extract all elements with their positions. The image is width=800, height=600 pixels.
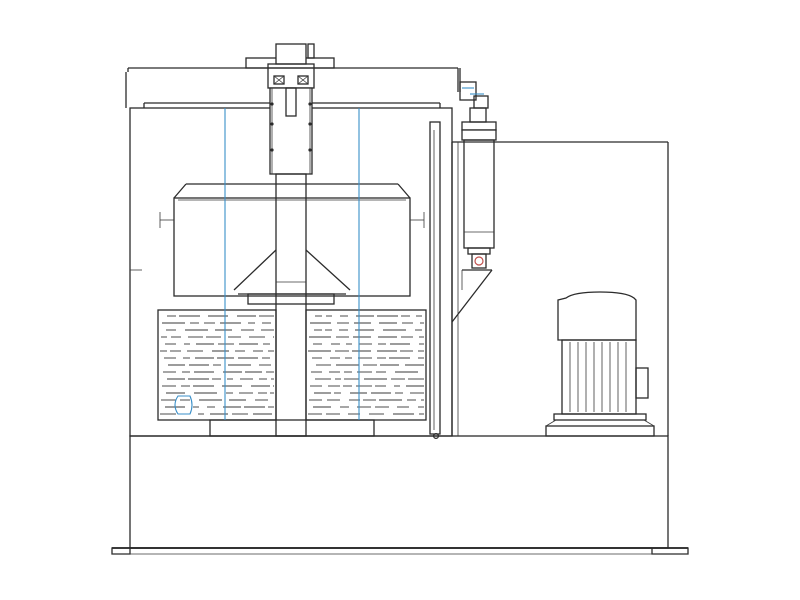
- center-shaft: [267, 43, 315, 437]
- drain-block: [209, 419, 375, 437]
- liquid-fill: [157, 309, 427, 421]
- shaft-bearing-icon: [270, 75, 312, 152]
- motor-icon: [545, 291, 655, 437]
- motor-enclosure: [451, 141, 669, 436]
- guide-rod: [429, 121, 441, 440]
- basket: [159, 183, 425, 305]
- cylinder-icon: [451, 121, 497, 323]
- hinge-icon: [459, 81, 489, 123]
- centerlines: [174, 108, 360, 420]
- base-frame: [111, 435, 689, 555]
